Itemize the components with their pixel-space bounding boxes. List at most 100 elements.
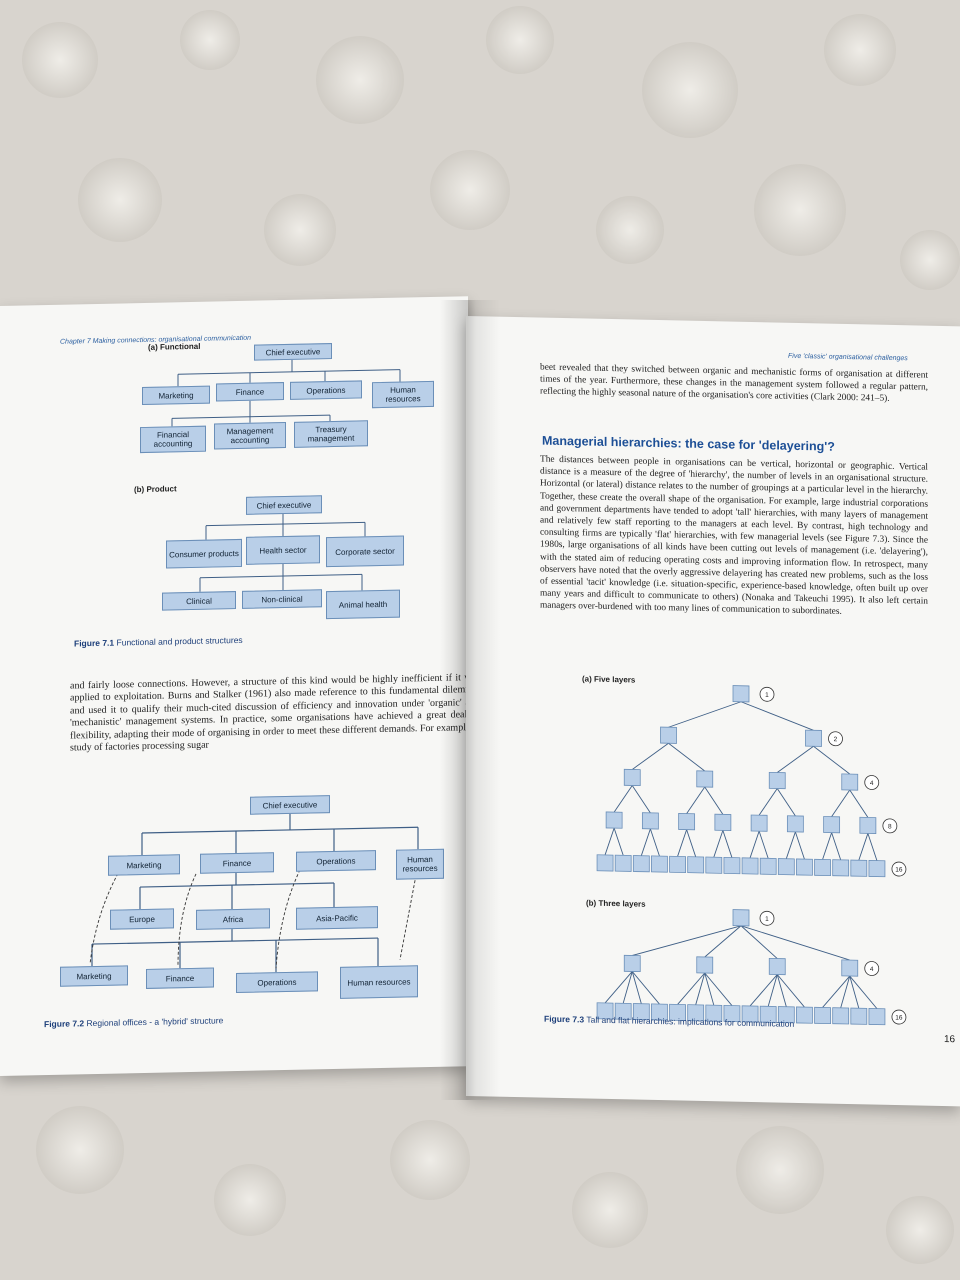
five-layer-count-badge [828, 731, 843, 747]
three-layer-link [849, 975, 860, 1009]
three-layer-node [741, 1005, 759, 1023]
three-layer-link [749, 974, 778, 1007]
three-layer-link [622, 971, 633, 1004]
five-layer-link [822, 832, 833, 860]
three-layer-node [705, 1004, 723, 1022]
five-layer-node [841, 773, 859, 791]
five-layer-node [605, 811, 623, 829]
three-layer-link [822, 975, 851, 1008]
five-layer-node [651, 855, 668, 873]
three-layer-node [732, 909, 750, 927]
five-layer-node [723, 856, 741, 875]
five-layer-link [668, 742, 706, 772]
three-layer-link [604, 971, 633, 1004]
three-layer-node [623, 954, 641, 973]
fig72-europe: Europe [110, 908, 174, 930]
five-layer-node [696, 770, 714, 788]
three-layer-node [651, 1003, 668, 1021]
page-number: 16 [944, 1034, 956, 1046]
five-layer-node [596, 854, 614, 872]
three-layer-link [704, 972, 715, 1006]
five-layer-node [868, 860, 886, 878]
five-layer-node [660, 726, 677, 744]
five-layer-node [859, 816, 877, 834]
five-layer-link [794, 831, 805, 860]
three-layer-node [614, 1002, 632, 1020]
three-layer-node [723, 1004, 741, 1023]
three-layer-link [631, 971, 660, 1005]
three-layer-link [849, 975, 878, 1009]
three-layer-node [841, 959, 859, 977]
five-layer-node [669, 855, 686, 874]
five-layer-link [631, 785, 651, 814]
left-page: Chapter 7 Making connections: organisati… [0, 296, 468, 1077]
five-layer-node [832, 859, 850, 877]
three-layer-link [776, 974, 787, 1007]
five-layer-count-badge [864, 775, 880, 790]
fig72-row3-finance: Finance [146, 967, 214, 989]
five-layer-node [687, 856, 705, 874]
five-layer-link [858, 833, 869, 861]
five-layer-node [850, 859, 868, 877]
fig72-row1-finance: Finance [200, 852, 274, 874]
three-layer-link [632, 925, 742, 956]
five-layer-node [741, 857, 759, 875]
five-layer-node [814, 858, 831, 877]
five-layer-link [604, 827, 615, 856]
five-layer-link [740, 701, 814, 731]
fig72-chief-executive: Chief executive [250, 795, 330, 815]
three-layer-link [704, 972, 733, 1006]
five-layer-link [831, 832, 842, 860]
three-layer-link [677, 972, 706, 1005]
five-layer-count-badge [759, 686, 775, 702]
five-layer-link [722, 830, 733, 858]
three-layer-count-label: 16 [895, 1014, 903, 1021]
fig72-row1-marketing: Marketing [108, 854, 180, 876]
three-layer-node [832, 1007, 850, 1025]
three-layer-link [767, 974, 778, 1007]
five-layer-node [714, 813, 732, 831]
three-layer-node [777, 1006, 795, 1024]
five-layer-link [686, 829, 697, 857]
five-layer-link [867, 833, 878, 861]
fig73-label-b: (b) Three layers [586, 898, 646, 909]
figure-7-1-connectors [171, 357, 401, 592]
three-layer-link [631, 971, 642, 1004]
five-layer-link [785, 831, 796, 859]
five-layer-link [686, 786, 706, 814]
three-layer-node [596, 1002, 614, 1020]
five-layer-link [831, 789, 851, 817]
three-layer-count-label: 4 [870, 966, 874, 973]
five-layer-link [776, 745, 814, 773]
five-layer-link [758, 831, 769, 859]
five-layer-link [849, 789, 869, 818]
five-layer-node [759, 857, 777, 875]
three-layer-node [696, 956, 714, 974]
five-layer-node [732, 685, 750, 703]
three-layer-link [840, 975, 851, 1008]
five-layer-link [813, 745, 851, 775]
three-layer-node [768, 957, 786, 976]
five-layer-link [631, 742, 669, 770]
five-layer-link [668, 701, 742, 728]
three-layer-node [759, 1005, 777, 1023]
three-layer-count-badge [864, 961, 880, 976]
three-layer-count-badge [759, 910, 775, 926]
five-layer-node [777, 858, 795, 876]
fig72-row3-marketing: Marketing [60, 965, 128, 987]
three-layer-node [814, 1006, 831, 1025]
five-layer-node [768, 771, 786, 790]
three-layer-node [850, 1007, 868, 1025]
five-layer-link [776, 788, 796, 817]
five-layer-node [623, 768, 641, 787]
fig72-row3-operations: Operations [236, 971, 318, 994]
fig72-row3-human-resources: Human resources [340, 965, 418, 999]
five-layer-count-label: 1 [765, 692, 769, 699]
three-layer-link [740, 925, 778, 959]
figure-7-1: (a) Functional Chief executive Marketing… [0, 296, 468, 648]
three-layer-node [632, 1003, 650, 1021]
five-layer-node [823, 816, 841, 834]
fig72-row1-operations: Operations [296, 850, 376, 872]
